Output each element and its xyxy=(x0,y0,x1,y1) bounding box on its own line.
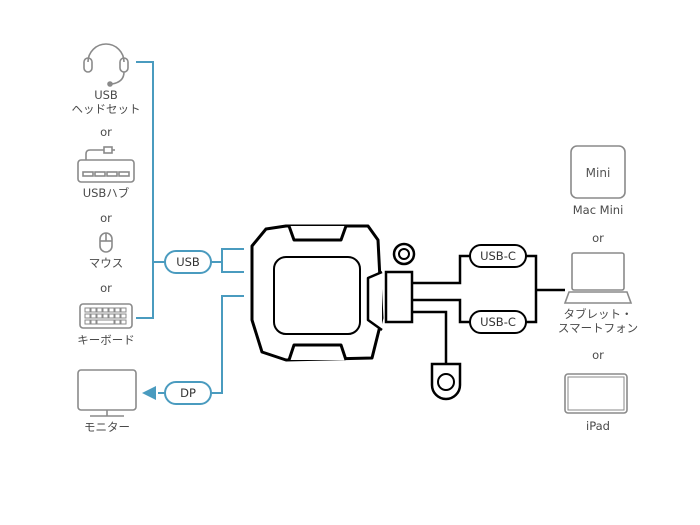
usb-c-bottom-label: USB-C xyxy=(480,315,516,329)
headset-label-line2: ヘッドセット xyxy=(71,102,141,116)
mac-mini-inner-label: Mini xyxy=(586,166,611,180)
dp-pill-label: DP xyxy=(180,386,196,400)
keyboard-icon xyxy=(79,303,133,329)
usb-c-top-pill: USB-C xyxy=(469,244,527,268)
usb-c-bottom-pill: USB-C xyxy=(469,310,527,334)
laptop-icon xyxy=(563,252,633,304)
dp-arrow-icon xyxy=(142,386,156,400)
or-label-3: or xyxy=(100,281,112,295)
ipad-label: iPad xyxy=(586,419,610,433)
headset-label-line1: USB xyxy=(94,88,118,102)
laptop-label: タブレット・ スマートフォン xyxy=(558,307,638,335)
laptop-label-line1: タブレット・ xyxy=(563,307,633,321)
keyboard-label: キーボード xyxy=(77,333,135,347)
usbc-cables xyxy=(412,254,565,364)
usb-hub-label: USBハブ xyxy=(82,186,130,200)
mouse-icon xyxy=(99,232,113,253)
or-label-right-1: or xyxy=(592,231,604,245)
laptop-label-line2: スマートフォン xyxy=(557,321,639,335)
usb-bracket-lines xyxy=(136,61,244,394)
or-label-right-2: or xyxy=(592,348,604,362)
dock-device xyxy=(250,224,384,362)
or-label-2: or xyxy=(100,211,112,225)
usb-hub-icon xyxy=(77,146,135,183)
usb-connector-pill: USB xyxy=(164,250,212,274)
monitor-icon xyxy=(77,369,137,417)
cable-head xyxy=(384,242,416,324)
usb-pill-label: USB xyxy=(176,255,200,269)
monitor-label: モニター xyxy=(84,420,130,434)
mac-mini-icon xyxy=(570,145,626,199)
mouse-label: マウス xyxy=(88,256,124,270)
ipad-icon xyxy=(564,373,628,414)
dp-connector-pill: DP xyxy=(164,381,212,405)
mac-mini-label: Mac Mini xyxy=(572,203,624,217)
headset-label: USB ヘッドセット xyxy=(72,88,141,116)
or-label-1: or xyxy=(100,125,112,139)
usb-c-top-label: USB-C xyxy=(480,249,516,263)
headset-icon xyxy=(83,43,129,87)
cable-tag xyxy=(430,362,462,401)
